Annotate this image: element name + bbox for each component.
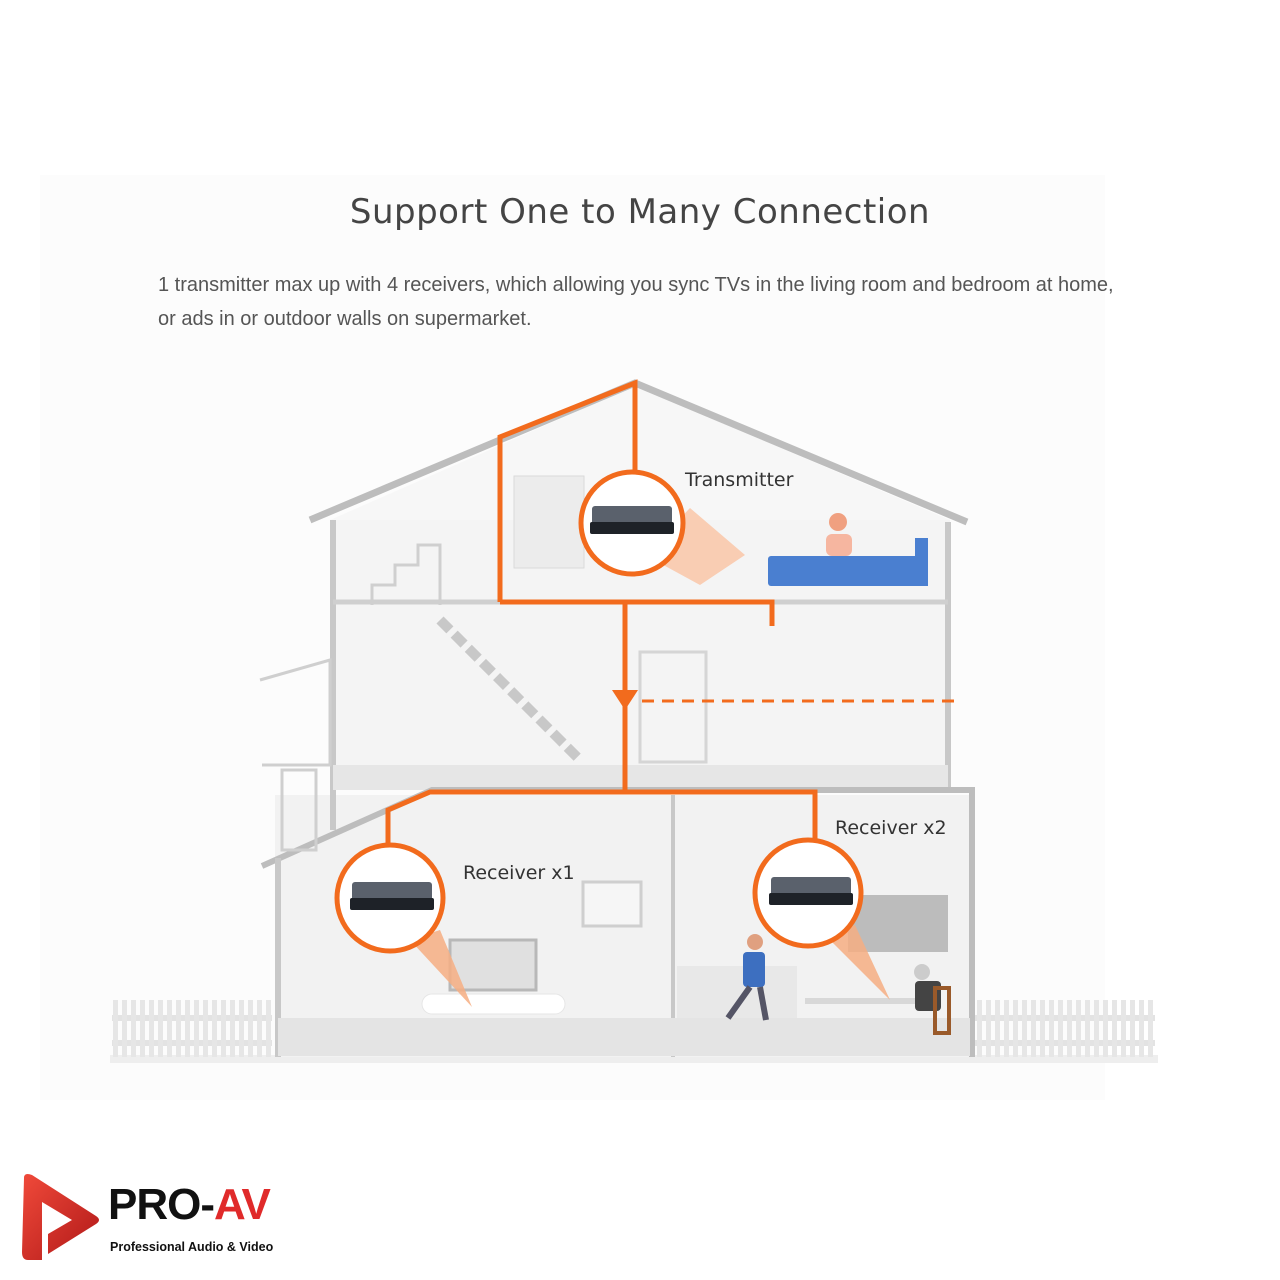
fence-picket	[1103, 1000, 1108, 1057]
fence-picket	[185, 1000, 190, 1057]
tv-illustration-2	[848, 895, 948, 952]
fence-picket	[1031, 1000, 1036, 1057]
transmitter-label: Transmitter	[684, 469, 794, 491]
fence-picket	[257, 1000, 262, 1057]
fence-picket	[221, 1000, 226, 1057]
fence-picket	[158, 1000, 163, 1057]
fence-picket	[1049, 1000, 1054, 1057]
page-title: Support One to Many Connection	[349, 192, 931, 232]
tv-illustration	[448, 938, 538, 992]
brand-logo: PRO-AV Professional Audio & Video	[18, 1172, 298, 1267]
fence-picket	[140, 1000, 145, 1057]
device-icon	[769, 893, 853, 905]
fence-picket	[1022, 1000, 1027, 1057]
transmitter-device	[578, 469, 686, 577]
transmitter-cone	[645, 508, 745, 585]
fence-picket	[248, 1000, 253, 1057]
fence-picket	[977, 1000, 982, 1057]
fence-picket	[239, 1000, 244, 1057]
fence-picket	[986, 1000, 991, 1057]
fence-picket	[1013, 1000, 1018, 1057]
fence-picket	[1094, 1000, 1099, 1057]
signal-arrow-icon	[612, 690, 638, 710]
fence-picket	[266, 1000, 271, 1057]
fence-left	[112, 1015, 272, 1046]
fence-picket	[1067, 1000, 1072, 1057]
receiver2-label: Receiver x2	[835, 817, 947, 839]
fence-picket	[122, 1000, 127, 1057]
fence-picket	[149, 1000, 154, 1057]
receiver2-device	[752, 837, 864, 949]
bed-illustration	[768, 556, 928, 586]
person-sitting	[914, 964, 951, 1035]
logo-wordmark: PRO-AV	[108, 1180, 271, 1229]
fence-picket	[1076, 1000, 1081, 1057]
device-icon	[350, 898, 434, 910]
fence-picket	[995, 1000, 1000, 1057]
receiver2-cone	[825, 925, 890, 1000]
fence-picket	[131, 1000, 136, 1057]
receiver1-device	[334, 842, 446, 954]
logo-tagline: Professional Audio & Video	[110, 1240, 274, 1254]
fence-right	[975, 1015, 1155, 1046]
fence-picket	[203, 1000, 208, 1057]
ground	[110, 1055, 1158, 1063]
fence-picket	[1139, 1000, 1144, 1057]
fence-picket	[176, 1000, 181, 1057]
stairs-upper	[370, 543, 442, 605]
fence-picket	[1121, 1000, 1126, 1057]
fence-picket	[1112, 1000, 1117, 1057]
fence-picket	[1004, 1000, 1009, 1057]
pro-av-logo-icon	[22, 1174, 99, 1260]
description-text: 1 transmitter max up with 4 receivers, w…	[158, 274, 1114, 330]
receiver1-label: Receiver x1	[463, 862, 575, 884]
fence-picket	[1040, 1000, 1045, 1057]
receiver1-cone	[410, 930, 472, 1007]
fence-picket	[1130, 1000, 1135, 1057]
fence-picket	[167, 1000, 172, 1057]
fence-picket	[1085, 1000, 1090, 1057]
fence-picket	[1058, 1000, 1063, 1057]
device-icon	[590, 522, 674, 534]
fence-picket	[212, 1000, 217, 1057]
stairs-lower	[436, 616, 584, 764]
person-walking	[725, 934, 769, 1021]
fence-picket	[1148, 1000, 1153, 1057]
fence-picket	[230, 1000, 235, 1057]
fence-picket	[194, 1000, 199, 1057]
fence-picket	[113, 1000, 118, 1057]
